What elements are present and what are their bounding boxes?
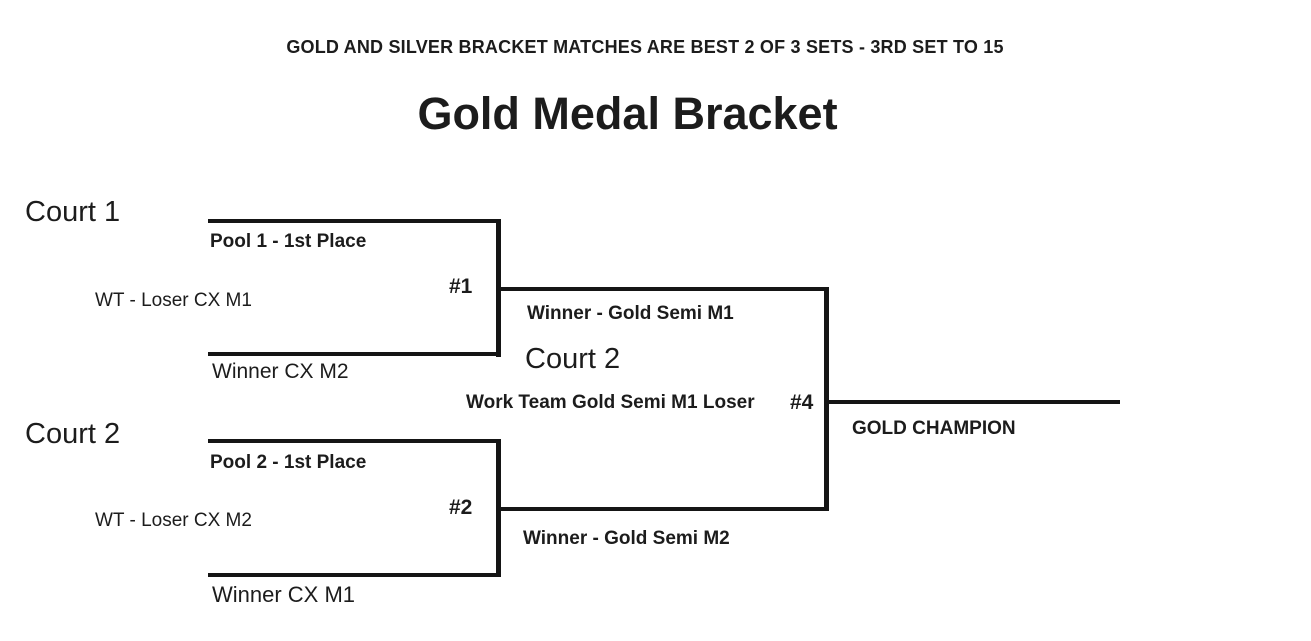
final-bottom-slot-label: Winner - Gold Semi M2: [523, 528, 730, 549]
final-work-team-note: Work Team Gold Semi M1 Loser: [466, 392, 755, 413]
semi2-bottom-slot-line: [208, 573, 501, 577]
semi1-top-slot-line: [208, 219, 501, 223]
semi2-side-note: WT - Loser CX M2: [95, 510, 252, 531]
semi1-bottom-slot-label: Winner CX M2: [212, 360, 349, 383]
semi1-top-slot-label: Pool 1 - 1st Place: [210, 231, 367, 252]
tournament-rules-note: GOLD AND SILVER BRACKET MATCHES ARE BEST…: [286, 37, 1004, 57]
final-match-number: #4: [790, 391, 814, 414]
semi1-match-number: #1: [449, 275, 473, 298]
semi2-vertical-line: [496, 439, 501, 577]
final-top-slot-label: Winner - Gold Semi M1: [527, 303, 734, 324]
bracket-title: Gold Medal Bracket: [417, 88, 838, 139]
semi2-court-label: Court 2: [25, 418, 121, 450]
semi2-bottom-slot-label: Winner CX M1: [212, 582, 356, 607]
champion-line: [827, 400, 1120, 404]
final-court-label: Court 2: [525, 343, 621, 375]
final-vertical-line: [824, 287, 829, 511]
semi2-top-slot-line: [208, 439, 501, 443]
semi1-winner-line: [499, 287, 829, 291]
champion-label: GOLD CHAMPION: [852, 418, 1016, 439]
semi2-match-number: #2: [449, 496, 473, 519]
semi1-bottom-slot-line: [208, 352, 501, 356]
semi1-court-label: Court 1: [25, 196, 121, 228]
semi2-winner-line: [499, 507, 829, 511]
semi1-vertical-line: [496, 219, 501, 357]
semi1-side-note: WT - Loser CX M1: [95, 290, 252, 311]
semi2-top-slot-label: Pool 2 - 1st Place: [210, 452, 367, 473]
